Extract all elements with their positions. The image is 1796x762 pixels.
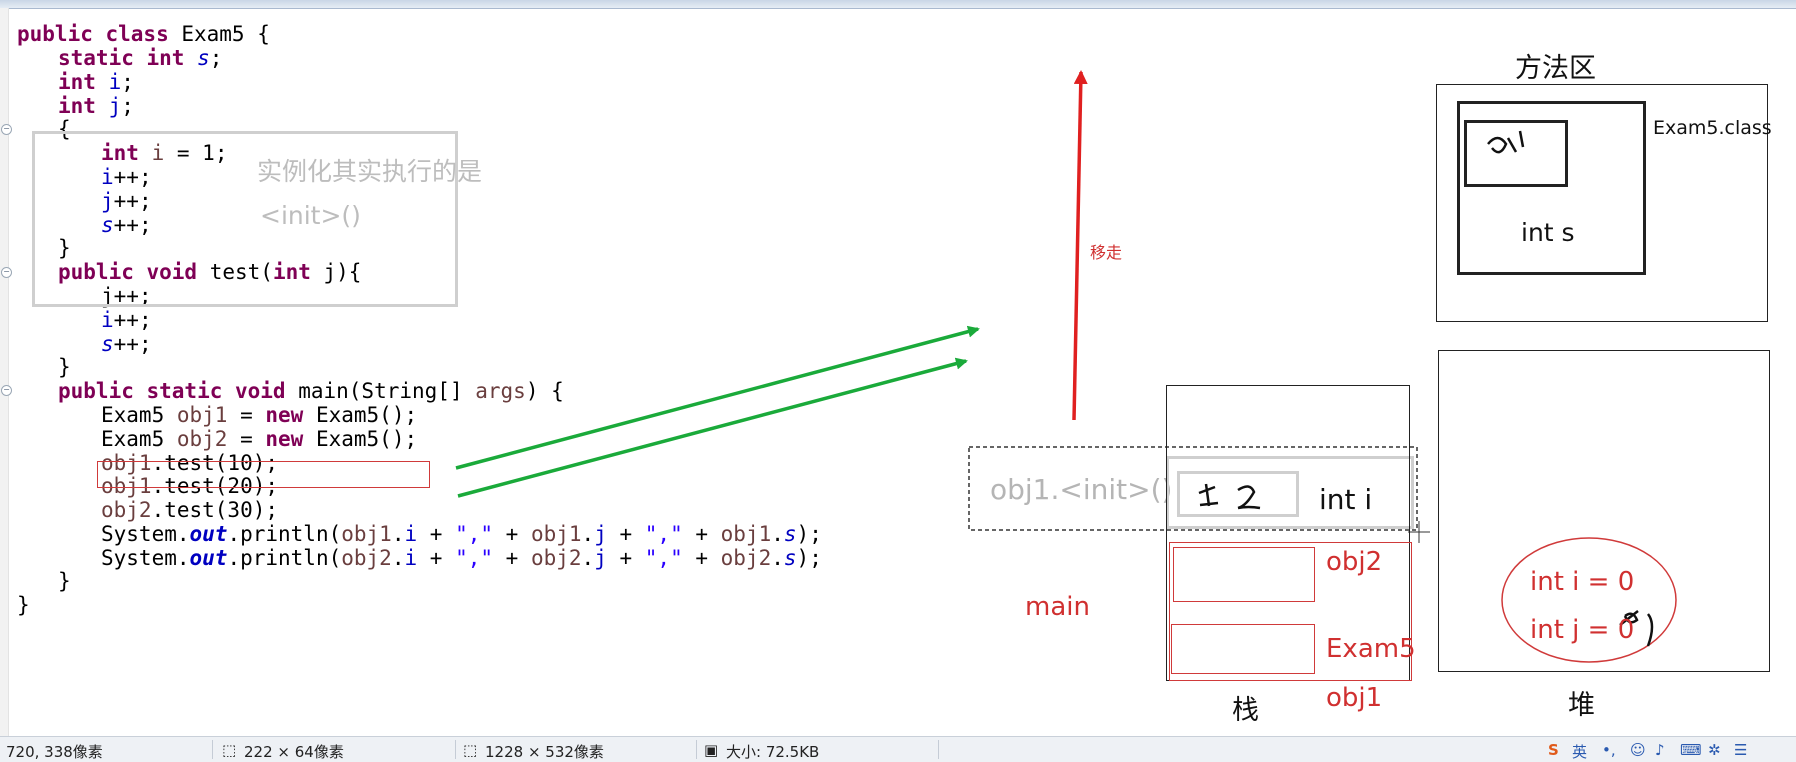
code-line: public class Exam5 { [17,22,270,46]
init-frame-var: int i [1319,483,1373,516]
stack-slot-obj2 [1173,547,1315,602]
stack-obj1-label: obj1 [1326,683,1383,713]
ime-language-indicator[interactable]: 英 [1572,743,1588,761]
status-file-size: 大小: 72.5KB [726,743,820,761]
code-line: obj1.test(10); [101,451,279,475]
ime-keyboard-icon[interactable]: ⌨ [1680,741,1702,759]
heap-object-ellipse [1501,537,1677,663]
stack-slot-obj1 [1171,624,1315,674]
heap-field-i: int i = 0 [1530,567,1635,597]
status-cursor-position: 720, 338像素 [6,743,103,761]
window-top-border [0,0,1796,9]
green-arrow-1 [455,325,980,470]
status-bar: 720, 338像素 ⬚ 222 × 64像素 ⬚ 1228 × 532像素 ▣… [0,736,1796,762]
init-frame-value-box [1177,471,1299,517]
ime-emoji-icon[interactable]: ☺ [1630,741,1646,759]
code-line: Exam5 obj1 = new Exam5(); [101,403,418,427]
image-size-icon: ⬚ [463,741,478,759]
ime-voice-icon[interactable]: ♪ [1655,741,1665,759]
ime-skin-icon[interactable]: ✲ [1708,741,1721,759]
code-line: } [17,593,30,617]
red-arrow-up [1072,70,1088,421]
method-area-title: 方法区 [1515,53,1596,84]
stack-exam5-label: Exam5 [1326,634,1416,664]
fold-toggle-main-method[interactable]: − [1,385,12,396]
static-value-box [1464,120,1568,187]
file-size-icon: ▣ [704,741,719,759]
main-frame-label: main [1025,592,1090,622]
main-frame [1169,542,1412,681]
code-line: System.out.println(obj2.i + "," + obj2.j… [101,546,822,570]
fold-toggle-init-block[interactable]: − [1,124,12,135]
code-line: static int s; [58,46,223,70]
init-frame-dashed [968,446,1418,531]
heap-label: 堆 [1568,690,1595,721]
code-line: s++; [101,213,152,237]
ime-punctuation-icon[interactable]: •, [1602,741,1616,759]
code-line: int j; [58,94,134,118]
green-arrow-2 [457,357,968,498]
code-line: i++; [101,308,152,332]
init-note-line2: <init>() [260,201,361,230]
code-line: j++; [101,189,152,213]
code-line: obj1.test(20); [101,474,279,498]
ime-logo-icon[interactable]: S [1548,741,1559,759]
stack-label: 栈 [1232,695,1259,726]
init-frame-label: obj1.<init>() [990,473,1173,506]
stack-obj2-label: obj2 [1326,547,1383,577]
static-var-label: int s [1521,218,1575,247]
code-line: s++; [101,332,152,356]
class-box [1457,101,1646,275]
code-line: public void test(int j){ [58,260,362,284]
code-line: i++; [101,165,152,189]
status-selection-size: 222 × 64像素 [244,743,344,761]
code-line: int i = 1; [101,141,228,165]
heap-box [1438,350,1770,672]
status-image-size: 1228 × 532像素 [485,743,604,761]
ime-menu-icon[interactable]: ☰ [1734,741,1748,759]
code-line: { [58,117,71,141]
editor-gutter [0,8,9,736]
code-line: Exam5 obj2 = new Exam5(); [101,427,418,451]
method-area-box [1436,84,1768,322]
fold-toggle-test-method[interactable]: − [1,267,12,278]
code-line: public static void main(String[] args) { [58,379,564,403]
code-line: obj2.test(30); [101,498,279,522]
code-line: } [58,569,71,593]
selection-icon: ⬚ [222,741,237,759]
code-line: System.out.println(obj1.i + "," + obj1.j… [101,522,822,546]
obj1-creation-highlight [97,461,430,488]
init-note-line1: 实例化其实执行的是 [257,157,483,186]
code-line: int i; [58,70,134,94]
class-name-label: Exam5.class [1653,117,1772,139]
code-line: } [58,236,71,260]
code-line: } [58,355,71,379]
init-frame-slot [1166,456,1414,529]
init-block-highlight [32,131,458,307]
move-away-label: 移走 [1090,243,1123,262]
heap-field-j: int j = 0 [1530,615,1635,645]
